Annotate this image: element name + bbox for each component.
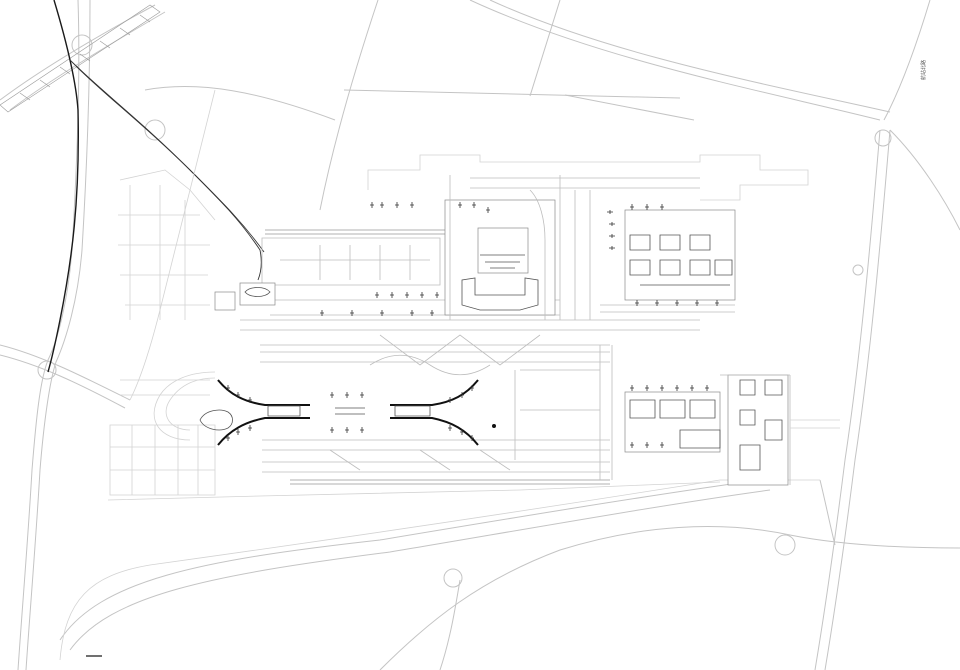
western-grid [109,89,216,496]
south-runway-system [260,334,613,485]
rail-station [214,282,276,311]
north-runway-system [240,229,700,331]
main-terminal [153,371,479,446]
main-terminal-aircraft [226,385,496,441]
north-aprons-aircraft [320,202,719,316]
airfield-boundary [59,154,820,661]
east-road-name: 航站北路 [920,60,927,80]
rail-lines [47,0,265,373]
north-terminal-cluster [444,175,700,320]
east-road-label: 航站北路 [920,60,927,80]
northeast-cargo [600,209,736,313]
embankment-strips [0,4,161,113]
east-cargo-area [624,374,840,486]
